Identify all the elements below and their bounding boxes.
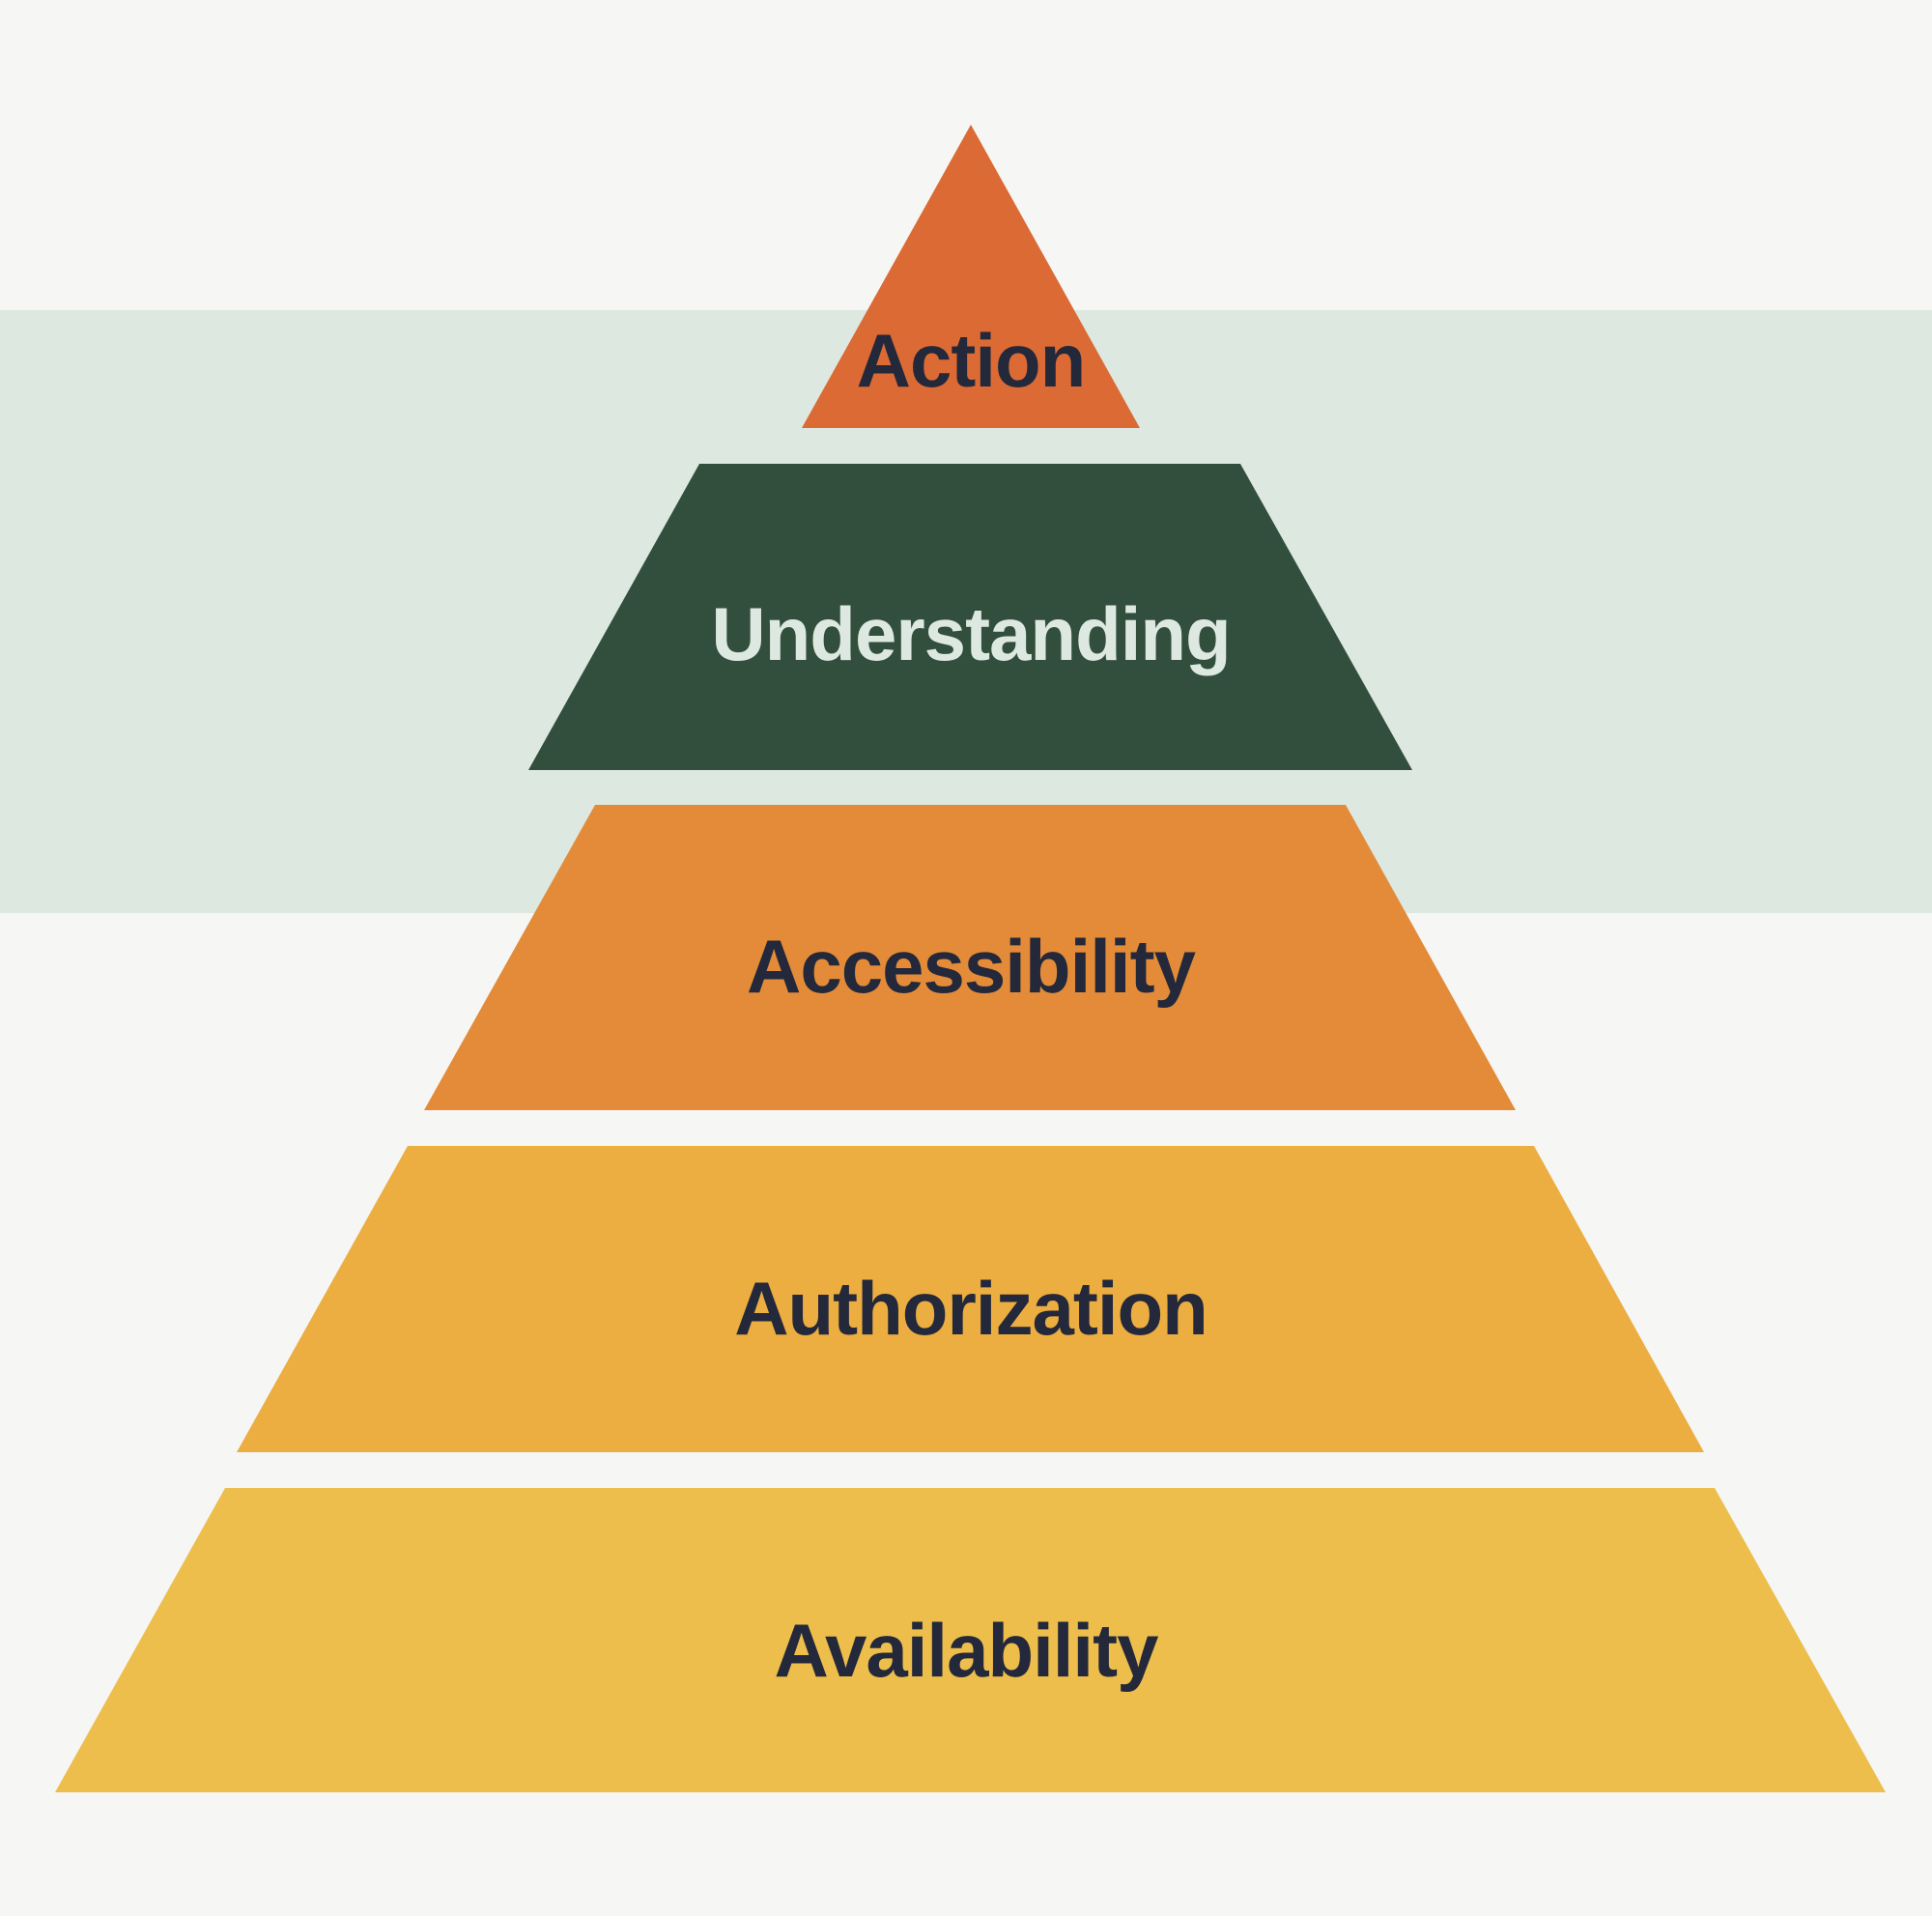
level-action-shape [802,125,1140,428]
level-understanding-label: Understanding [711,591,1230,676]
level-availability-label: Availability [775,1608,1159,1693]
level-accessibility-shape [424,805,1516,1110]
level-understanding-shape [528,464,1412,770]
level-authorization-label: Authorization [734,1266,1208,1351]
level-accessibility-label: Accessibility [747,924,1196,1009]
level-availability-shape [55,1488,1886,1792]
level-authorization-shape [237,1146,1704,1452]
level-action-label: Action [857,318,1086,403]
